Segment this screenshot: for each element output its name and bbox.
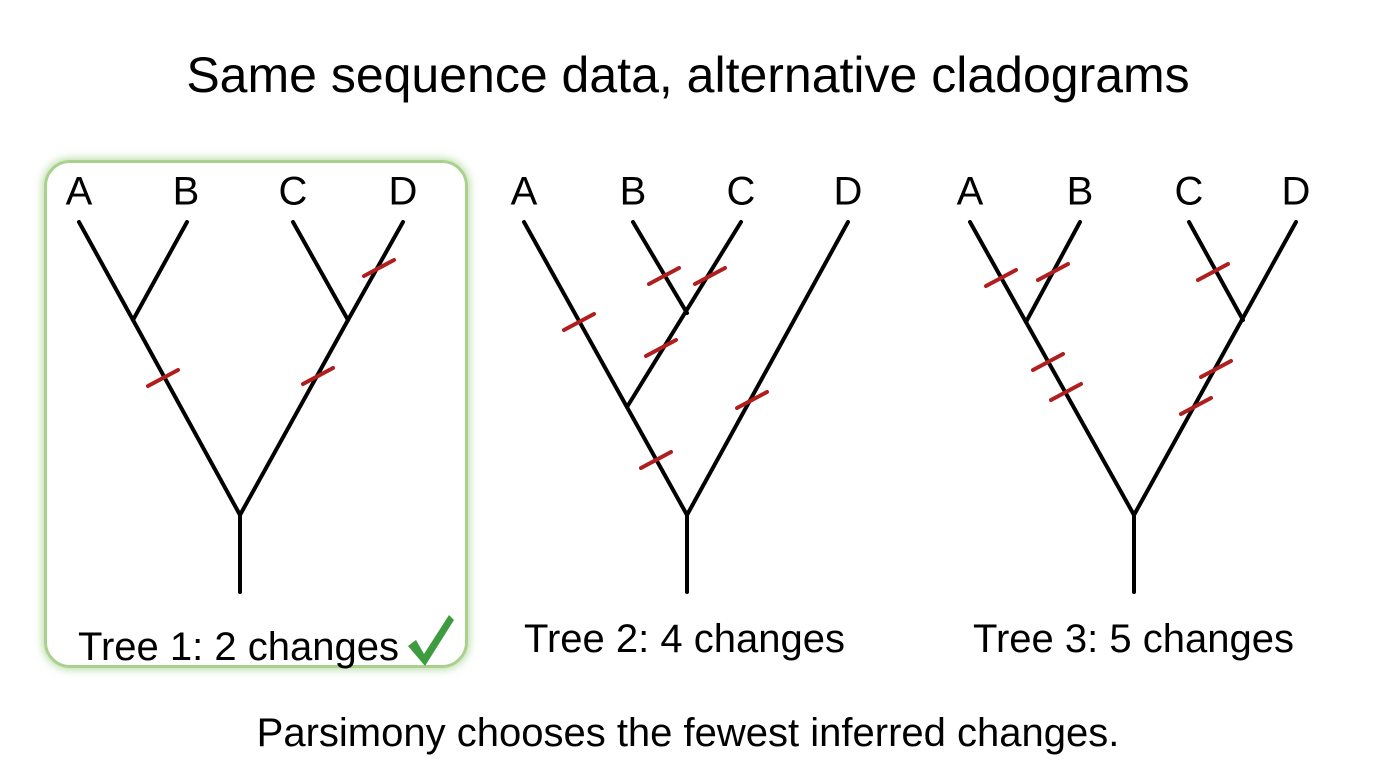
change-mark bbox=[693, 266, 727, 286]
change-mark bbox=[562, 312, 596, 332]
change-mark bbox=[1031, 352, 1065, 372]
change-mark bbox=[362, 258, 396, 278]
tree-branch bbox=[291, 220, 350, 322]
change-mark bbox=[146, 368, 180, 388]
change-mark bbox=[1179, 396, 1213, 416]
taxon-label: C bbox=[727, 170, 756, 214]
change-mark bbox=[1199, 359, 1233, 379]
taxon-label: A bbox=[957, 170, 984, 214]
footer-note: Parsimony chooses the fewest inferred ch… bbox=[256, 711, 1120, 755]
taxon-label: B bbox=[173, 170, 200, 214]
change-mark bbox=[639, 450, 673, 470]
tree-3: A B C D bbox=[957, 170, 1311, 594]
tree-branch bbox=[77, 220, 135, 322]
change-mark bbox=[1049, 382, 1083, 402]
taxon-label: A bbox=[511, 170, 538, 214]
tree-1-caption: Tree 1: 2 changes bbox=[78, 612, 455, 682]
tree-2-caption: Tree 2: 4 changes bbox=[524, 617, 845, 661]
best-tree-highlight bbox=[44, 160, 468, 668]
tree-branch bbox=[631, 220, 689, 315]
change-mark bbox=[301, 366, 335, 386]
taxon-label: D bbox=[834, 170, 863, 214]
tree-3-caption: Tree 3: 5 changes bbox=[973, 617, 1294, 661]
change-mark bbox=[735, 390, 769, 410]
tree-1-caption-text: Tree 1: 2 changes bbox=[78, 625, 399, 669]
tree-branch bbox=[131, 318, 242, 517]
tree-branch bbox=[131, 220, 189, 322]
taxon-label: C bbox=[1175, 170, 1204, 214]
tree-branch bbox=[625, 220, 743, 409]
change-mark bbox=[1036, 262, 1070, 282]
change-mark bbox=[644, 338, 678, 358]
tree-2: A B C D bbox=[511, 170, 863, 594]
tree-1: A B C D bbox=[66, 170, 418, 594]
taxon-label: B bbox=[1067, 170, 1094, 214]
change-mark bbox=[647, 266, 681, 286]
check-mark-icon bbox=[405, 612, 455, 682]
tree-branch bbox=[968, 220, 1136, 517]
tree-branch bbox=[522, 220, 689, 517]
tree-branch bbox=[238, 318, 350, 517]
taxon-label: C bbox=[279, 170, 308, 214]
taxon-label: A bbox=[66, 170, 93, 214]
taxon-label: B bbox=[620, 170, 647, 214]
change-mark bbox=[1196, 262, 1230, 282]
taxon-label: D bbox=[389, 170, 418, 214]
taxon-label: D bbox=[1282, 170, 1311, 214]
change-mark bbox=[984, 268, 1018, 288]
tree-branch bbox=[685, 220, 850, 517]
slide-title: Same sequence data, alternative cladogra… bbox=[186, 47, 1190, 103]
